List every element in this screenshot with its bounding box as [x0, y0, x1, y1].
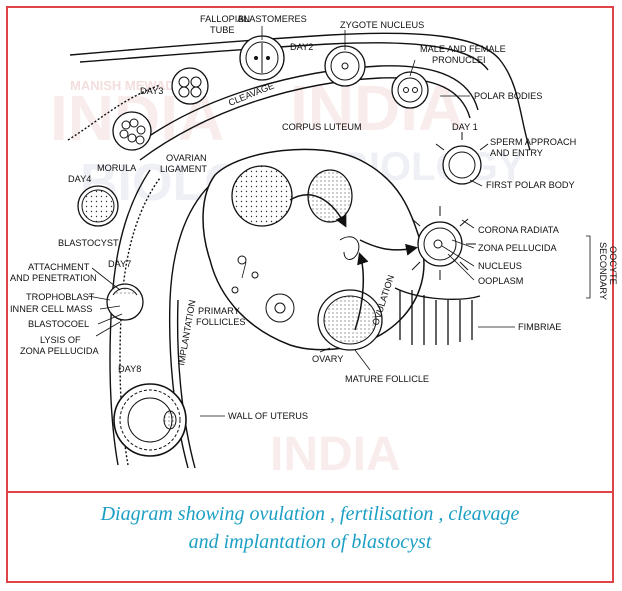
day2-embryo — [239, 35, 285, 81]
label-zygote-nucleus: ZYGOTE NUCLEUS — [340, 20, 424, 30]
process-arrows — [289, 194, 418, 331]
day3-embryo — [171, 67, 209, 105]
label-wall-of-uterus: WALL OF UTERUS — [228, 411, 308, 421]
label-follicles: FOLLICLES — [196, 317, 246, 327]
label-oocyte: OOCYTE — [608, 246, 618, 285]
label-day4: DAY4 — [68, 174, 91, 184]
blastocyst-day7 — [106, 283, 144, 321]
label-fallopian-tube-2: TUBE — [210, 25, 235, 35]
label-corpus-luteum: CORPUS LUTEUM — [282, 122, 362, 132]
label-ooplasm: OOPLASM — [478, 276, 523, 286]
day4-embryo — [77, 185, 119, 227]
label-day1: DAY 1 — [452, 122, 478, 132]
label-zona: ZONA PELLUCIDA — [20, 346, 99, 356]
label-first-polar-body: FIRST POLAR BODY — [486, 180, 575, 190]
label-trophoblast: TROPHOBLAST — [26, 292, 95, 302]
label-fallopian-tube: FALLOPIAN — [200, 14, 250, 24]
label-secondary: SECONDARY — [598, 242, 608, 300]
label-lysis: LYSIS OF — [40, 335, 81, 345]
label-day2: DAY2 — [290, 42, 313, 52]
label-male-female: MALE AND FEMALE — [420, 44, 506, 54]
morula — [112, 111, 152, 151]
label-blastomeres: BLASTOMERES — [238, 14, 307, 24]
caption-line-1: Diagram showing ovulation , fertilisatio… — [100, 503, 520, 525]
label-mature-follicle: MATURE FOLLICLE — [345, 374, 429, 384]
label-day8: DAY8 — [118, 364, 141, 374]
label-polar-bodies: POLAR BODIES — [474, 91, 542, 101]
label-nucleus: NUCLEUS — [478, 261, 522, 271]
fertilised-egg — [435, 132, 489, 185]
label-sperm-entry: AND ENTRY — [490, 148, 543, 158]
diagram-caption: Diagram showing ovulation , fertilisatio… — [8, 500, 612, 556]
caption-divider — [6, 491, 614, 493]
zygote — [324, 45, 366, 87]
label-sperm-approach: SPERM APPROACH — [490, 137, 576, 147]
label-attachment: ATTACHMENT — [28, 262, 90, 272]
label-ovary: OVARY — [312, 354, 343, 364]
caption-line-2: and implantation of blastocyst — [188, 531, 432, 553]
blastocyst-day8 — [113, 383, 187, 457]
label-blastocoel: BLASTOCOEL — [28, 319, 89, 329]
label-inner-cell-mass: INNER CELL MASS — [10, 304, 92, 314]
label-morula: MORULA — [97, 163, 137, 173]
label-ligament: LIGAMENT — [160, 164, 207, 174]
label-blastocyst: BLASTOCYST — [58, 238, 119, 248]
label-ovarian: OVARIAN — [166, 153, 207, 163]
label-day3: DAY3 — [140, 86, 163, 96]
label-penetration: AND PENETRATION — [10, 273, 97, 283]
label-primary: PRIMARY — [198, 306, 240, 316]
pronuclei-cell — [391, 71, 429, 109]
label-pronuclei: PRONUCLEI — [432, 55, 486, 65]
label-implantation: IMPLANTATION — [176, 299, 197, 366]
reproduction-diagram: FALLOPIAN TUBE BLASTOMERES ZYGOTE NUCLEU… — [10, 14, 618, 469]
ovary — [202, 148, 425, 351]
label-zona-pellucida: ZONA PELLUCIDA — [478, 243, 557, 253]
label-corona-radiata: CORONA RADIATA — [478, 225, 560, 235]
label-fimbriae: FIMBRIAE — [518, 322, 561, 332]
label-day7: DAY7 — [108, 259, 131, 269]
pointer-lines — [87, 26, 591, 417]
fimbriae-shape — [394, 287, 481, 345]
